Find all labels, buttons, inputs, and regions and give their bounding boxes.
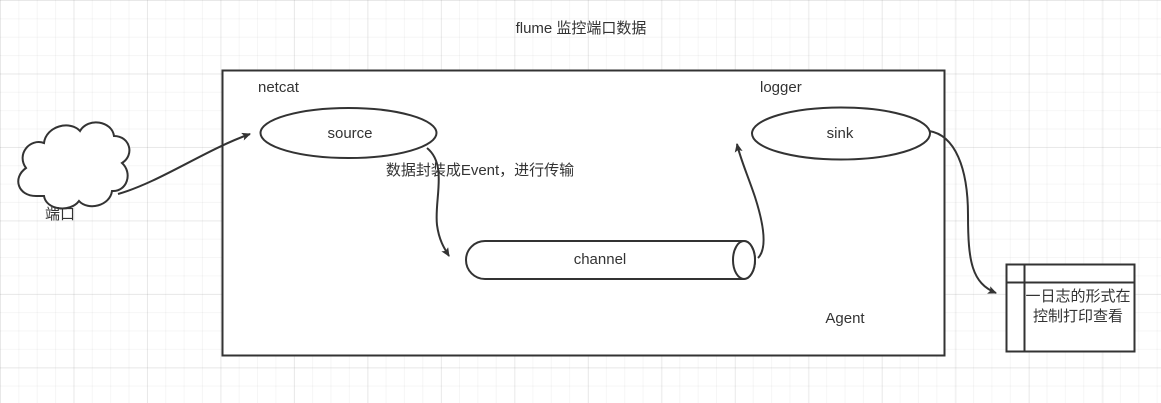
sink-ellipse xyxy=(751,106,931,161)
edge-port-to-source xyxy=(117,132,251,195)
edge-channel-to-sink xyxy=(734,143,765,259)
edge-sink-to-output xyxy=(928,130,997,294)
port-node-label: 端口 xyxy=(44,206,75,223)
agent-node-label: Agent xyxy=(825,310,865,327)
output-node-label: 一日志的形式在控制打印查看 xyxy=(1025,288,1131,325)
port-cloud-shape xyxy=(17,121,131,210)
channel-node-label: channel xyxy=(573,251,627,268)
channel-cylinder-cap xyxy=(732,240,756,280)
source-ellipse xyxy=(259,107,438,159)
sink-node-label: sink xyxy=(826,125,854,142)
sink-type-label: logger xyxy=(760,79,802,96)
diagram-title: flume 监控端口数据 xyxy=(515,20,647,37)
source-node-label: source xyxy=(327,125,373,142)
source-type-label: netcat xyxy=(258,79,299,96)
output-table-box xyxy=(1005,263,1136,353)
edge-source-to-channel-label: 数据封装成Event，进行传输 xyxy=(385,162,575,179)
edge-source-to-channel xyxy=(426,147,450,257)
